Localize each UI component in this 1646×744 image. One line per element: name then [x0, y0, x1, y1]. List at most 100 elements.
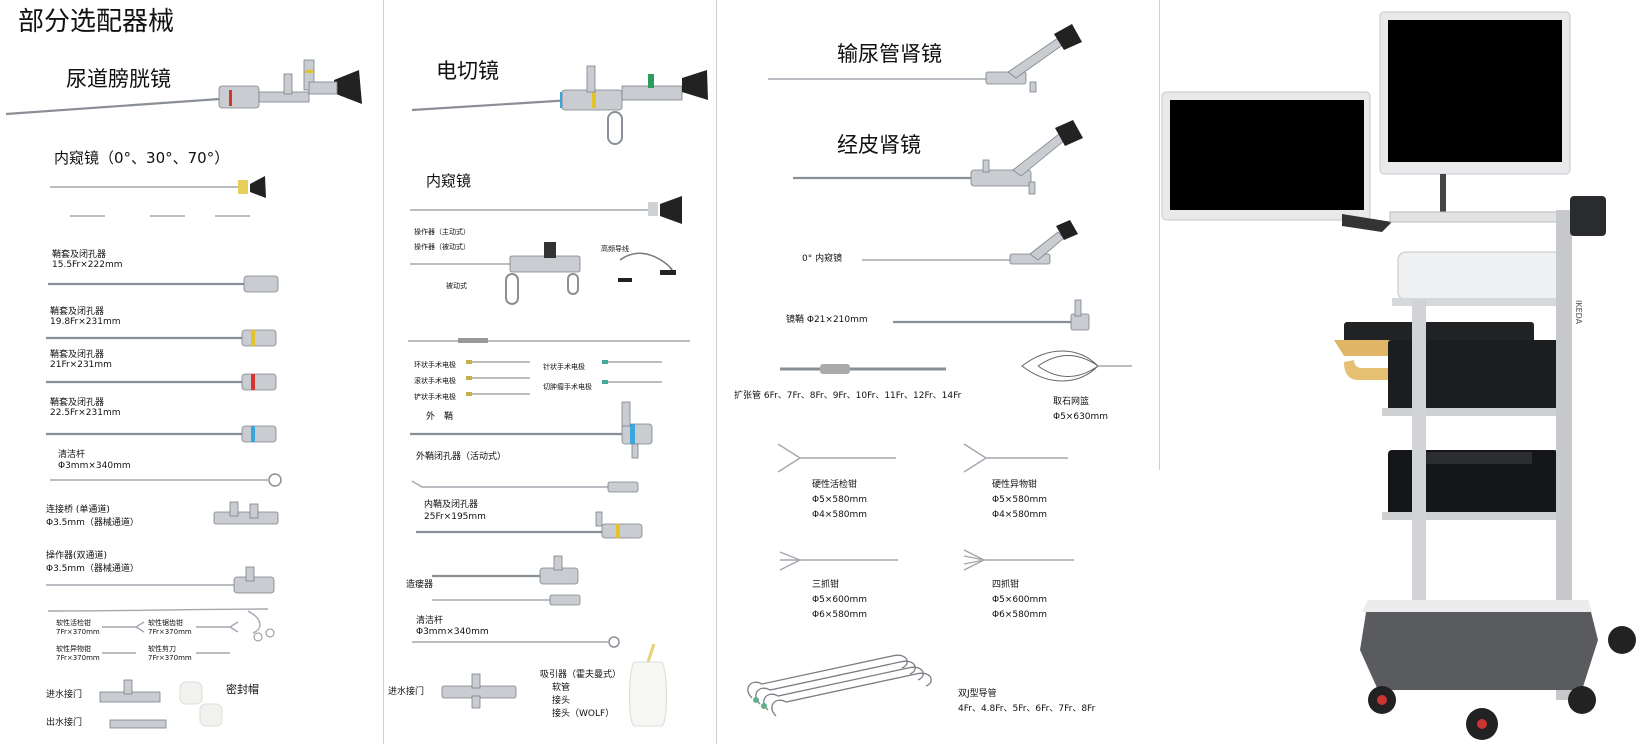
suction-label: 接头	[552, 696, 571, 706]
resectoscope-title: 电切镜	[436, 59, 499, 83]
flexible-jaws-icons	[102, 621, 239, 654]
zero-scope-label: 0° 内窥镜	[802, 254, 843, 264]
working-element-image	[410, 242, 676, 305]
seal-cap-label: 密封帽	[226, 683, 259, 696]
sheath-size: 22.5Fr×231mm	[50, 408, 121, 418]
sheath-label: 鞘套及闭孔器	[52, 250, 107, 260]
endoscope-angles-title: 内窥镜（0°、30°、70°）	[54, 149, 230, 167]
zero-scope-image	[862, 220, 1078, 265]
sheath-label: 鞘套及闭孔器	[50, 307, 105, 317]
resectoscope-image	[411, 65, 708, 145]
operator-label: 操作器(双通道)	[46, 551, 108, 561]
ureteroscope-image	[768, 24, 1082, 93]
electrode-label: 切肿瘤手术电极	[543, 383, 592, 391]
sheath-size: 21Fr×231mm	[50, 360, 112, 370]
inlet-valve-image	[99, 679, 161, 703]
flexible-tool-name: 软性剪刀	[148, 645, 176, 653]
outlet-valve-label: 出水接门	[46, 718, 83, 728]
electrodes-image	[466, 360, 662, 396]
four-claw-name: 四抓钳	[992, 580, 1020, 590]
hf-cable-label: 高频导线	[601, 245, 629, 253]
cleaner-label: 清洁杆	[58, 450, 86, 460]
outlet-valve-image	[109, 719, 167, 729]
rigid-foreign-image	[963, 443, 1068, 473]
page-title: 部分选配器械	[18, 7, 175, 37]
outer-sheath-label: 外 鞘	[426, 412, 454, 422]
four-claw-image	[963, 549, 1074, 571]
four-claw-size: Φ5×600mm	[992, 595, 1048, 605]
electrode-label: 滚状手术电极	[414, 377, 456, 385]
rigid-foreign-name: 硬性异物钳	[992, 480, 1038, 490]
three-claw-name: 三抓钳	[812, 580, 840, 590]
double-j-catheter-image	[747, 654, 932, 717]
suction-label: 吸引器（霍夫曼式）	[540, 670, 622, 680]
flexible-tool-name: 软性活检钳	[56, 619, 91, 627]
electrode-rod-image	[408, 338, 690, 343]
sheath-image	[48, 275, 279, 293]
inner-sheath-label: 内鞘及闭孔器	[424, 500, 479, 510]
bridge-size: Φ3.5mm（器械通道）	[46, 518, 139, 528]
inlet-valve-label: 进水接门	[46, 690, 83, 700]
sheath-label: 鞘套及闭孔器	[50, 350, 105, 360]
urethro-cystoscope-image	[5, 59, 362, 116]
column-divider	[383, 0, 384, 744]
three-claw-image	[779, 551, 898, 571]
dilator-image	[780, 364, 946, 374]
flexible-tool-size: 7Fr×370mm	[148, 654, 192, 662]
double-j-label: 双J型导管	[958, 689, 997, 699]
flexible-tool-size: 7Fr×370mm	[56, 654, 100, 662]
double-j-sizes: 4Fr、4.8Fr、5Fr、6Fr、7Fr、8Fr	[958, 704, 1096, 714]
rigid-biopsy-name: 硬性活检钳	[812, 480, 858, 490]
flexible-tool-name: 软性锯齿钳	[148, 619, 183, 627]
three-claw-size: Φ5×600mm	[812, 595, 868, 605]
seal-cap-image	[179, 681, 223, 727]
outer-obturator-label: 外鞘闭孔器（活动式）	[416, 452, 507, 462]
cleaner-rod-image	[412, 636, 620, 648]
cleaner-rod-image	[50, 473, 282, 487]
inlet-valve-label: 进水接门	[388, 687, 425, 697]
inlet-valve-image	[441, 673, 517, 709]
three-claw-size: Φ6×580mm	[812, 610, 868, 620]
four-claw-size: Φ6×580mm	[992, 610, 1048, 620]
stone-basket-label: 取石网篮	[1053, 397, 1090, 407]
stone-basket-image	[1021, 350, 1132, 382]
percutaneous-title: 经皮肾镜	[837, 133, 921, 157]
op-active-label: 操作器（主动式）	[414, 228, 470, 236]
suction-label: 接头（WOLF）	[552, 709, 615, 719]
rigid-foreign-size: Φ4×580mm	[992, 510, 1048, 520]
endoscope-image	[410, 196, 682, 224]
inner-sheath-size: 25Fr×195mm	[424, 512, 486, 522]
inner-sheath-image	[416, 511, 643, 539]
sheath-image	[46, 425, 277, 443]
passive-label: 被动式	[446, 282, 467, 290]
endoscope-image	[50, 176, 266, 217]
percutaneous-image	[793, 120, 1083, 195]
operator-image	[46, 566, 275, 594]
cart-brand-label: IKEDA	[1574, 300, 1584, 325]
bridge-label: 连接桥 (单通道)	[46, 505, 110, 515]
column-divider	[716, 0, 717, 744]
cleaner-size: Φ3mm×340mm	[58, 461, 131, 471]
flexible-tool-size: 7Fr×370mm	[148, 628, 192, 636]
operator-size: Φ3.5mm（器械通道）	[46, 564, 139, 574]
bridge-image	[213, 501, 279, 525]
flexible-tool-name: 软性异物钳	[56, 645, 91, 653]
rigid-foreign-size: Φ5×580mm	[992, 495, 1048, 505]
endoscopy-cart-image	[1161, 11, 1636, 740]
column-divider	[1159, 0, 1160, 470]
electrode-label: 针状手术电极	[543, 363, 585, 371]
rigid-biopsy-size: Φ4×580mm	[812, 510, 868, 520]
cleaner-label: 清洁杆	[416, 616, 444, 626]
urethro-cystoscope-title: 尿道膀胱镜	[66, 67, 171, 91]
cleaner-size: Φ3mm×340mm	[416, 627, 489, 637]
endoscope-title: 内窥镜	[426, 172, 472, 190]
flexible-tools-image	[47, 608, 275, 642]
electrode-label: 铲状手术电极	[414, 393, 456, 401]
sheath-image	[46, 329, 277, 347]
suction-label: 软管	[552, 683, 571, 693]
sheath-size: 19.8Fr×231mm	[50, 317, 121, 327]
ureteroscope-title: 输尿管肾镜	[837, 42, 942, 66]
outer-obturator-image	[411, 480, 639, 493]
sheath-size: 15.5Fr×222mm	[52, 260, 123, 270]
scope-sheath-image	[893, 299, 1090, 331]
